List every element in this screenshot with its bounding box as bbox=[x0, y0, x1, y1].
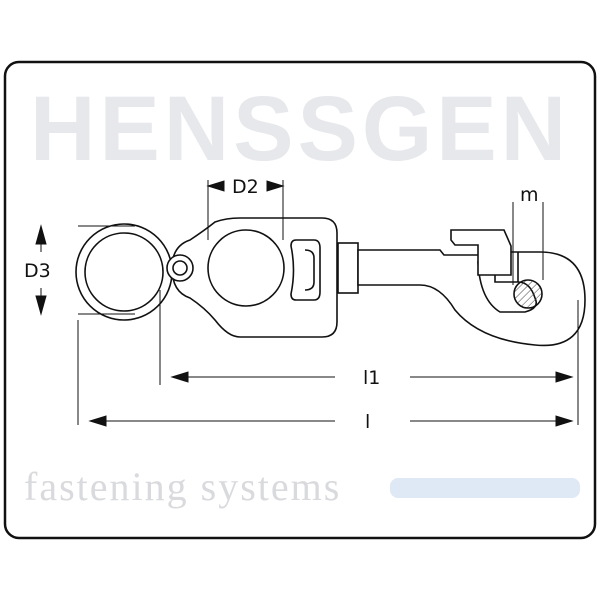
link-ring bbox=[166, 254, 194, 282]
watermark-tagline: fastening systems bbox=[24, 464, 341, 509]
watermark-brand: HENSSGEN bbox=[30, 78, 570, 180]
snap-hook bbox=[75, 217, 586, 347]
link-ring-hole bbox=[172, 260, 188, 276]
collar bbox=[337, 242, 359, 294]
watermark: HENSSGEN fastening systems bbox=[24, 78, 580, 509]
key-ring-inner bbox=[84, 232, 164, 312]
m-label: m bbox=[520, 184, 539, 206]
swivel-slot bbox=[290, 239, 321, 301]
l1-label: l1 bbox=[363, 367, 380, 389]
d3-label: D3 bbox=[24, 260, 51, 282]
d2-label: D2 bbox=[232, 176, 259, 198]
gate bbox=[450, 229, 512, 276]
dimensions bbox=[35, 180, 579, 427]
hook-section bbox=[513, 279, 543, 309]
watermark-bar bbox=[390, 478, 580, 498]
l-label: l bbox=[365, 411, 370, 433]
slot-detail bbox=[304, 249, 315, 291]
swivel-eye bbox=[207, 229, 285, 307]
